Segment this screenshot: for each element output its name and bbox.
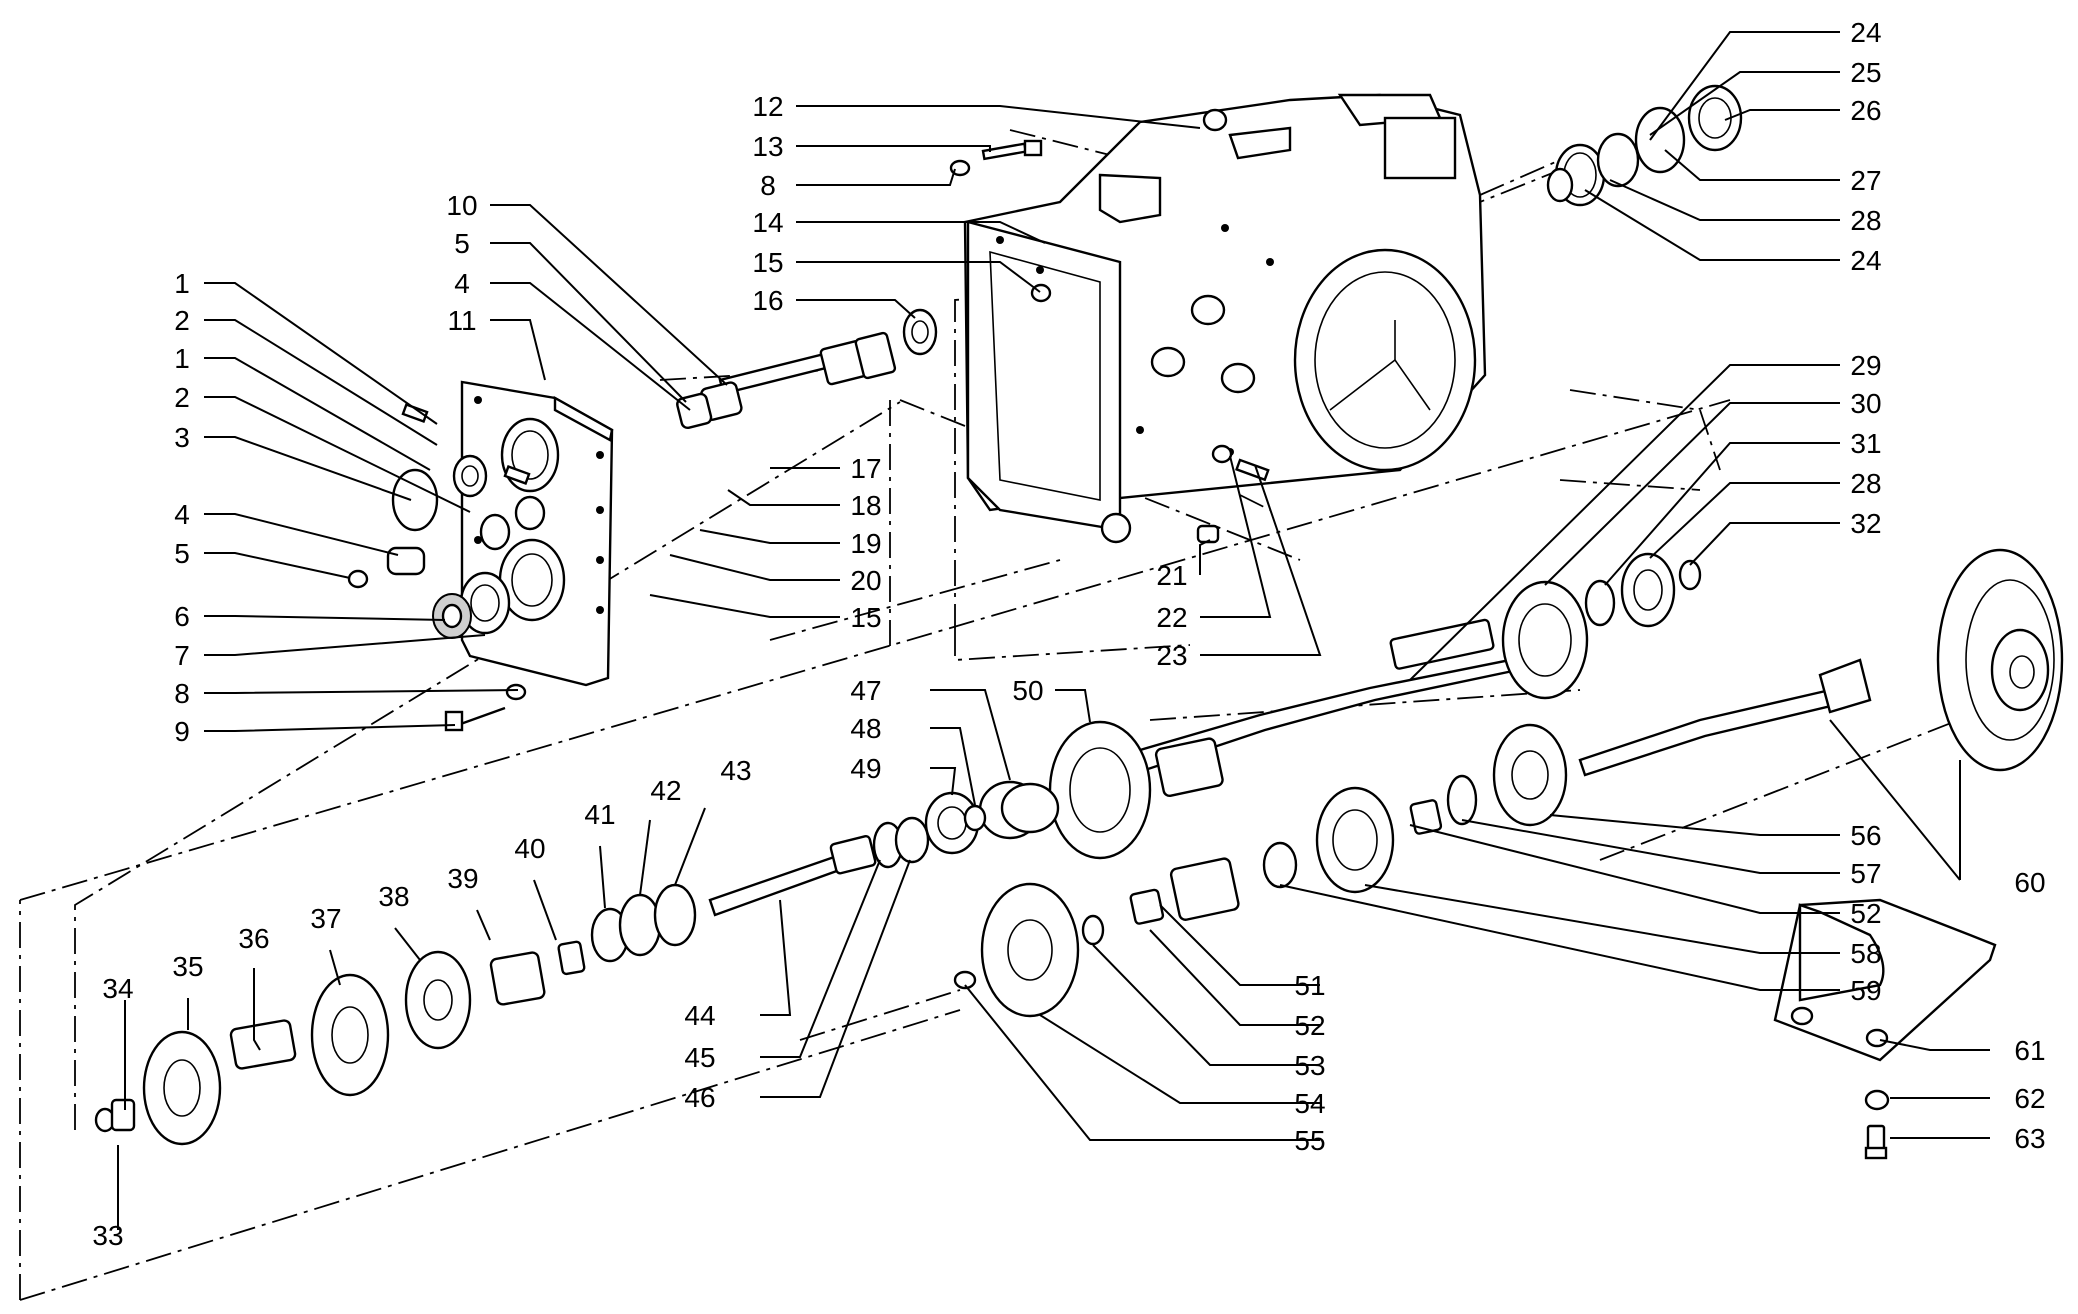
- part-label-4: 4: [174, 499, 190, 530]
- input-shaft-assembly: [676, 283, 1052, 430]
- part-label-27: 27: [1850, 165, 1881, 196]
- left-small-parts: [347, 403, 531, 732]
- part-label-24: 24: [1850, 245, 1881, 276]
- part-label-25: 25: [1850, 57, 1881, 88]
- part-label-15: 15: [850, 602, 881, 633]
- part-label-61: 61: [2014, 1035, 2045, 1066]
- part-label-5: 5: [454, 228, 470, 259]
- output-gear-group: [953, 658, 1872, 1018]
- part-label-43: 43: [720, 755, 751, 786]
- lower-countershaft: [94, 782, 1060, 1146]
- part-label-3: 3: [174, 422, 190, 453]
- part-label-18: 18: [850, 490, 881, 521]
- part-label-16: 16: [752, 285, 783, 316]
- part-label-47: 47: [850, 675, 881, 706]
- part-label-48: 48: [850, 713, 881, 744]
- part-label-34: 34: [102, 973, 133, 1004]
- part-label-44: 44: [684, 1000, 715, 1031]
- part-label-5: 5: [174, 538, 190, 569]
- part-label-14: 14: [752, 207, 783, 238]
- part-label-21: 21: [1156, 560, 1187, 591]
- part-label-7: 7: [174, 640, 190, 671]
- part-label-28: 28: [1850, 205, 1881, 236]
- part-label-63: 63: [2014, 1123, 2045, 1154]
- part-label-56: 56: [1850, 820, 1881, 851]
- rear-bearing-set: [1546, 84, 1743, 207]
- part-label-40: 40: [514, 833, 545, 864]
- part-label-29: 29: [1850, 350, 1881, 381]
- part-label-62: 62: [2014, 1083, 2045, 1114]
- part-label-19: 19: [850, 528, 881, 559]
- part-label-42: 42: [650, 775, 681, 806]
- part-label-1: 1: [174, 343, 190, 374]
- part-label-55: 55: [1294, 1125, 1325, 1156]
- part-label-12: 12: [752, 91, 783, 122]
- part-label-20: 20: [850, 565, 881, 596]
- part-label-54: 54: [1294, 1088, 1325, 1119]
- part-label-52: 52: [1850, 898, 1881, 929]
- part-label-10: 10: [446, 190, 477, 221]
- part-label-26: 26: [1850, 95, 1881, 126]
- part-label-24: 24: [1850, 17, 1881, 48]
- part-label-11: 11: [447, 305, 476, 336]
- part-label-32: 32: [1850, 508, 1881, 539]
- main-shaft: [978, 552, 1702, 860]
- part-label-13: 13: [752, 131, 783, 162]
- part-label-8: 8: [174, 678, 190, 709]
- part-label-31: 31: [1850, 428, 1881, 459]
- part-label-50: 50: [1012, 675, 1043, 706]
- part-label-23: 23: [1156, 640, 1187, 671]
- part-label-30: 30: [1850, 388, 1881, 419]
- gearbox-housing: [963, 93, 1487, 544]
- part-label-17: 17: [850, 453, 881, 484]
- part-label-37: 37: [310, 903, 341, 934]
- part-label-58: 58: [1850, 938, 1881, 969]
- part-label-2: 2: [174, 305, 190, 336]
- crown-wheel: [1936, 548, 2064, 772]
- part-number-labels: 1 2 1 2 3 4 5 6 7 8 9 10 5 4 11 12 13 8 …: [92, 17, 2045, 1251]
- part-label-35: 35: [172, 951, 203, 982]
- part-label-38: 38: [378, 881, 409, 912]
- part-label-4: 4: [454, 268, 470, 299]
- part-label-2: 2: [174, 382, 190, 413]
- part-label-52: 52: [1294, 1010, 1325, 1041]
- part-label-33: 33: [92, 1220, 123, 1251]
- part-label-1: 1: [174, 268, 190, 299]
- part-label-39: 39: [447, 863, 478, 894]
- part-label-46: 46: [684, 1082, 715, 1113]
- part-label-41: 41: [584, 799, 615, 830]
- mounting-bracket: [1773, 898, 1997, 1160]
- part-label-51: 51: [1294, 970, 1325, 1001]
- part-label-49: 49: [850, 753, 881, 784]
- part-label-8: 8: [760, 170, 776, 201]
- part-label-9: 9: [174, 716, 190, 747]
- part-label-15: 15: [752, 247, 783, 278]
- part-label-60: 60: [2014, 867, 2045, 898]
- part-label-57: 57: [1850, 858, 1881, 889]
- part-label-59: 59: [1850, 975, 1881, 1006]
- leader-lines: [117, 31, 1990, 1230]
- part-label-45: 45: [684, 1042, 715, 1073]
- part-label-22: 22: [1156, 602, 1187, 633]
- part-label-28: 28: [1850, 468, 1881, 499]
- part-label-36: 36: [238, 923, 269, 954]
- part-label-6: 6: [174, 601, 190, 632]
- top-fasteners: [949, 108, 1270, 544]
- part-label-53: 53: [1294, 1050, 1325, 1081]
